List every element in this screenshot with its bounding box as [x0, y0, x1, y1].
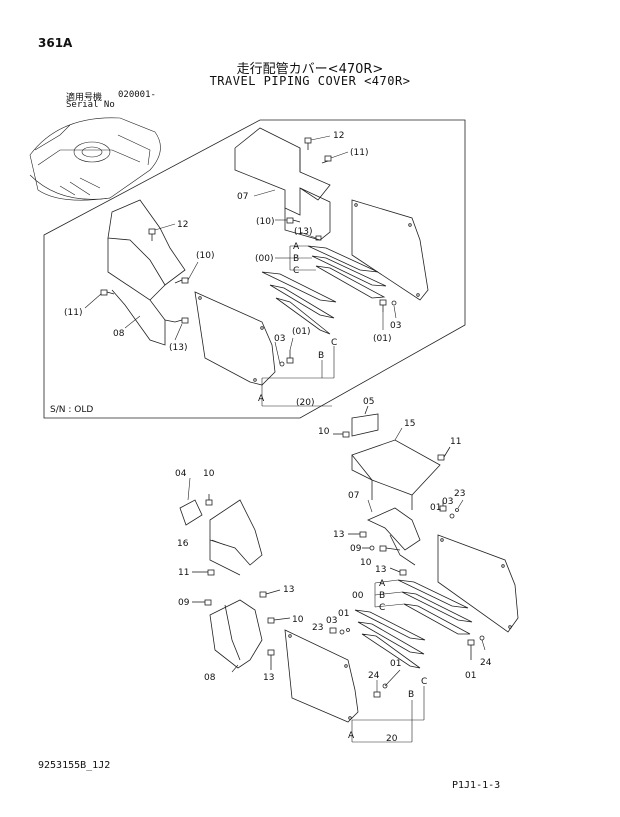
callout-16: 16: [177, 539, 189, 549]
callout-c: C: [421, 677, 427, 687]
new-side-plate-right: [437, 534, 519, 633]
new-side-plate-left: [284, 629, 359, 723]
callout-13: 13: [333, 530, 344, 540]
callout-10: 10: [318, 427, 330, 437]
callout-11: (11): [64, 308, 82, 318]
callout-24: 24: [480, 658, 492, 668]
callout-01: (01): [292, 327, 310, 337]
old-cover-07: [234, 127, 331, 241]
callout-13: 13: [283, 585, 294, 595]
callout-23: 23: [312, 623, 323, 633]
new-cover-08: [209, 599, 263, 669]
old-side-plate-left: [194, 291, 276, 386]
new-bolts: [192, 431, 485, 698]
old-section-label: S/N : OLD: [50, 405, 93, 415]
title-english: TRAVEL PIPING COVER <470R>: [209, 74, 411, 88]
serial-label-english: Serial No: [66, 100, 115, 110]
callout-a: A: [348, 731, 355, 741]
old-strips-upper: [307, 245, 387, 299]
callout-b: B: [408, 690, 414, 700]
callout-20: (20): [296, 398, 314, 408]
callout-a: A: [379, 579, 386, 589]
callout-07: 07: [348, 491, 359, 501]
callout-03: 03: [274, 334, 285, 344]
callout-24: 24: [368, 671, 380, 681]
callout-01: 01: [465, 671, 476, 681]
callout-c: C: [379, 603, 385, 613]
callout-12: 12: [333, 131, 344, 141]
old-callouts: 12 (11) 07 (10) (13) 12 (00) A B C (10) …: [64, 131, 401, 408]
callout-01: 01: [338, 609, 349, 619]
callout-a: A: [293, 242, 300, 252]
callout-08: 08: [113, 329, 125, 339]
callout-00: (00): [255, 254, 273, 264]
serial-value: 020001-: [118, 90, 156, 100]
old-leader-lines: [84, 135, 397, 407]
serial-label-japanese: 適用号機: [66, 93, 103, 103]
new-plate-05: [351, 405, 379, 437]
callout-10: (10): [196, 251, 214, 261]
callout-01: 01: [430, 503, 441, 513]
callout-10: 10: [360, 558, 372, 568]
callout-03: 03: [390, 321, 401, 331]
callout-10: 10: [203, 469, 215, 479]
callout-10: 10: [292, 615, 304, 625]
callout-13: (13): [169, 343, 187, 353]
page-reference: P1J1-1-3: [452, 780, 501, 791]
new-callouts: 05 10 15 11 04 10 07 23 01 03 16 13 09 1…: [175, 397, 492, 744]
callout-11: 11: [450, 437, 461, 447]
new-bracket-16: [209, 499, 263, 576]
callout-00: 00: [352, 591, 364, 601]
drawing-number: 9253155B_1J2: [38, 760, 111, 771]
callout-07: 07: [237, 192, 248, 202]
callout-03: 03: [326, 616, 337, 626]
new-strips-upper: [397, 579, 473, 635]
new-cover-15: [351, 439, 441, 510]
callout-04: 04: [175, 469, 187, 479]
callout-b: B: [293, 254, 299, 264]
callout-13: 13: [263, 673, 274, 683]
new-plate-04: [179, 499, 203, 526]
old-strips-lower: [261, 271, 337, 335]
callout-01: 01: [390, 659, 401, 669]
callout-b: B: [318, 351, 324, 361]
callout-c: C: [293, 266, 299, 276]
callout-13: (13): [294, 227, 312, 237]
title-japanese: 走行配管カバー<470R>: [236, 62, 384, 77]
old-bracket-left: [107, 199, 186, 346]
page-code: 361A: [38, 36, 73, 50]
callout-03: 03: [442, 497, 453, 507]
callout-05: 05: [363, 397, 374, 407]
callout-23: 23: [454, 489, 465, 499]
callout-20: 20: [386, 734, 398, 744]
callout-b: B: [379, 591, 385, 601]
old-bolts: [100, 137, 397, 367]
callout-13: 13: [375, 565, 386, 575]
callout-09: 09: [350, 544, 362, 554]
callout-15: 15: [404, 419, 415, 429]
callout-11: (11): [350, 148, 368, 158]
callout-12: 12: [177, 220, 188, 230]
machine-thumbnail: [29, 117, 161, 201]
callout-c: C: [331, 338, 337, 348]
old-section-frame: [43, 119, 466, 419]
callout-a: A: [258, 394, 265, 404]
new-bracket-07: [367, 507, 421, 566]
callout-11: 11: [178, 568, 189, 578]
callout-10: (10): [256, 217, 274, 227]
old-side-plate-right: [351, 199, 429, 301]
new-leader-lines: [187, 427, 486, 743]
callout-09: 09: [178, 598, 190, 608]
callout-08: 08: [204, 673, 216, 683]
new-strips-lower: [354, 609, 426, 669]
callout-01: (01): [373, 334, 391, 344]
